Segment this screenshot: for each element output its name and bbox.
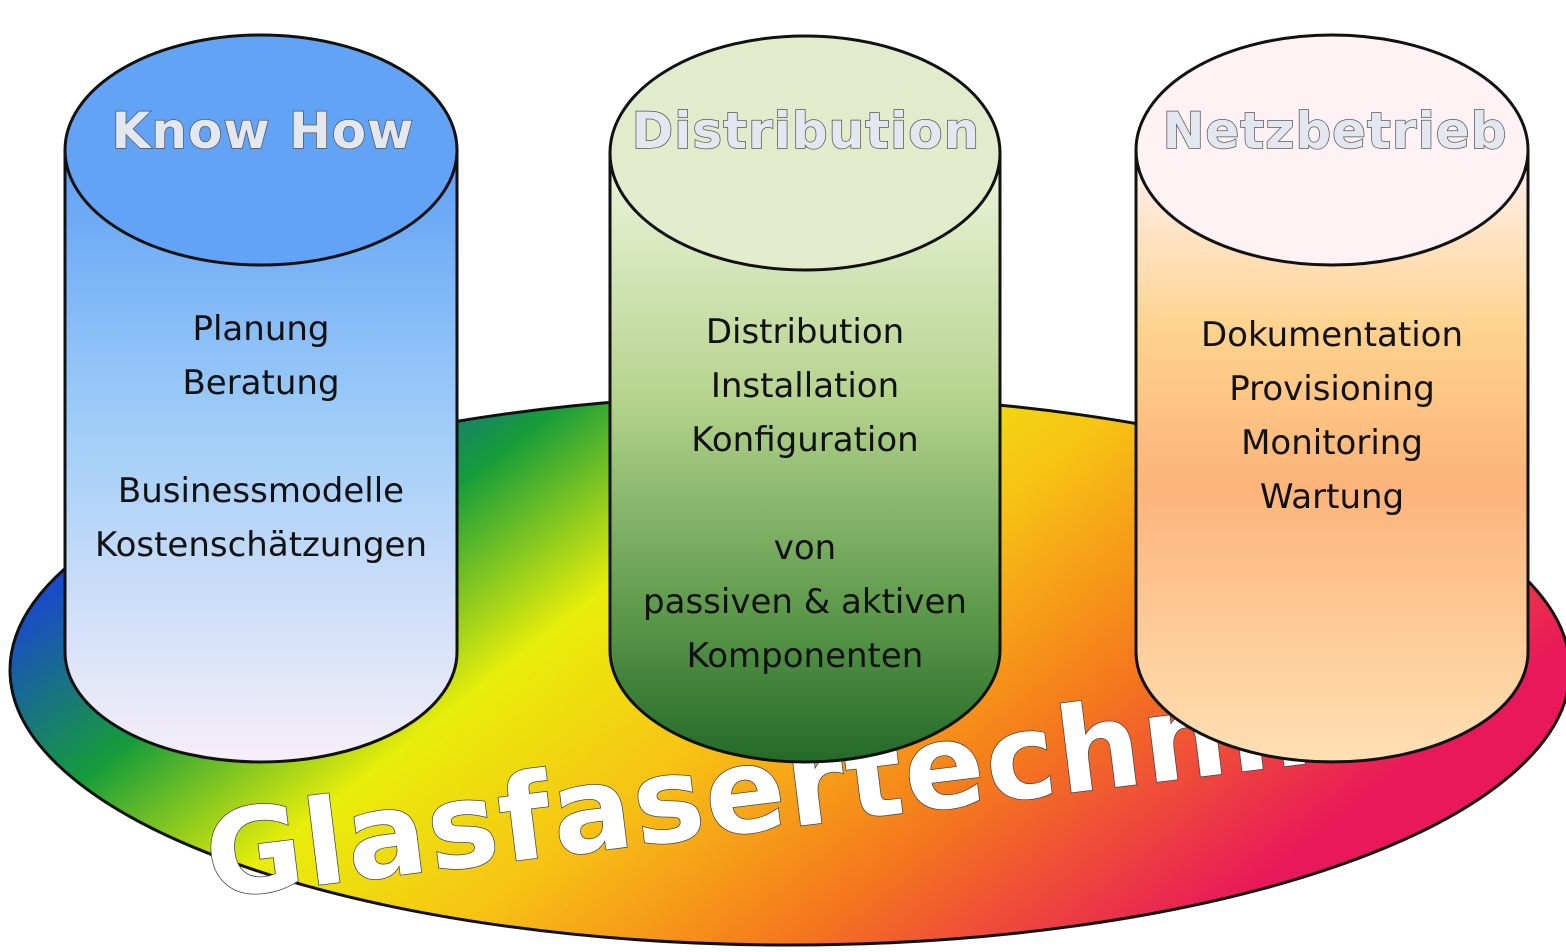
pillar-text-gap: [65, 410, 457, 464]
pillar-netzbetrieb-top: [1134, 33, 1530, 267]
pillar-distribution-text: Distribution Installation Konfiguration …: [595, 305, 1015, 683]
pillar-know-how-title: Know How: [112, 102, 415, 160]
pillar-text-line: Provisioning: [1229, 369, 1435, 409]
pillar-text-line: Komponenten: [686, 636, 924, 676]
pillar-text-gap: [595, 467, 1015, 521]
pillar-netzbetrieb: [1134, 33, 1530, 764]
pillar-netzbetrieb-text: Dokumentation Provisioning Monitoring Wa…: [1136, 308, 1528, 524]
pillar-text-line: passiven & aktiven: [643, 582, 967, 622]
pillar-know-how: [63, 33, 459, 764]
pillar-text-line: Konfiguration: [691, 420, 919, 460]
pillar-know-how-body: [63, 148, 459, 764]
pillar-text-line: Monitoring: [1241, 423, 1423, 463]
pillar-text-line: Wartung: [1259, 477, 1405, 517]
pillar-netzbetrieb-title: Netzbetrieb: [1163, 102, 1508, 160]
pillar-text-line: Beratung: [182, 363, 340, 403]
pillar-netzbetrieb-body: [1134, 148, 1530, 764]
pillar-text-line: Kostenschätzungen: [94, 525, 428, 565]
pillar-text-line: Dokumentation: [1200, 315, 1464, 355]
pillar-text-line: Distribution: [705, 312, 905, 352]
pillar-text-line: Installation: [710, 366, 900, 406]
pillar-distribution-body: [608, 151, 1002, 764]
pillar-distribution: [608, 34, 1002, 764]
pillar-know-how-top: [63, 33, 459, 267]
pillar-text-line: Businessmodelle: [117, 471, 405, 511]
pillar-text-line: von: [773, 528, 837, 568]
pillar-distribution-title: Distribution: [632, 102, 980, 160]
pillar-distribution-top: [608, 34, 1002, 272]
pillar-know-how-text: Planung Beratung Businessmodelle Kostens…: [65, 302, 457, 572]
pillar-text-line: Planung: [192, 309, 330, 349]
